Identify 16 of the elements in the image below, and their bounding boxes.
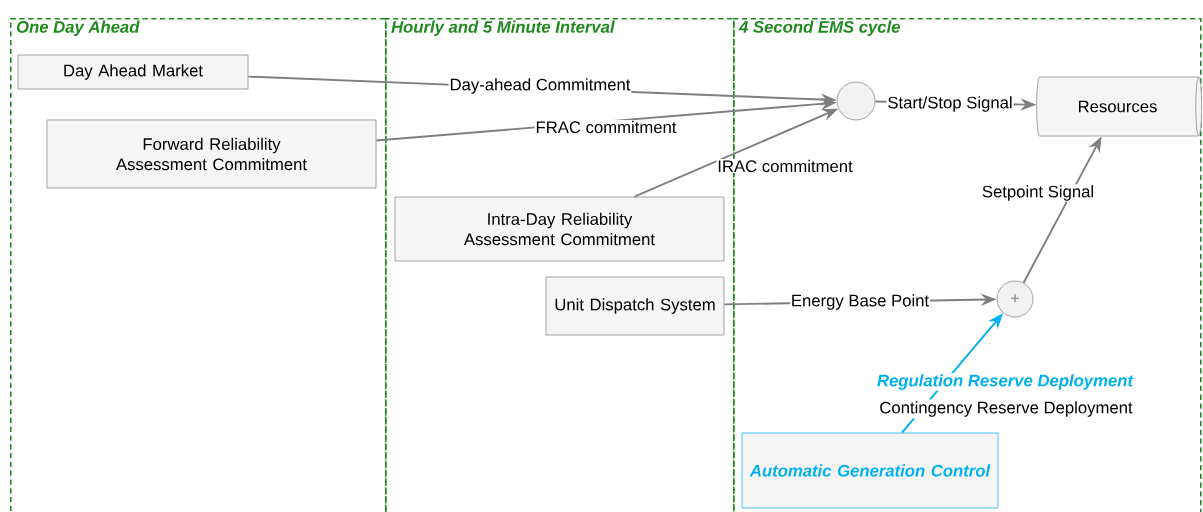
process-box: Day Ahead Market (17, 54, 249, 90)
edge-label: Energy Base Point (790, 293, 930, 311)
summing-junction: + (996, 280, 1034, 318)
edge-label: IRAC commitment (716, 159, 854, 173)
process-box: Unit Dispatch System (545, 276, 725, 336)
edge-label: Setpoint Signal (981, 184, 1096, 202)
edge-label: FRAC commitment (534, 120, 678, 134)
note-label: Contingency Reserve Deployment (877, 399, 1135, 419)
summing-junction (836, 81, 876, 121)
edge-label: Regulation Reserve Deployment (876, 373, 1134, 391)
process-box: Intra-Day Reliability Assessment Commitment (394, 196, 725, 262)
control-box: Automatic Generation Control (741, 432, 999, 509)
resources-cylinder: Resources (1036, 76, 1202, 137)
edge-label: Start/Stop Signal (886, 95, 1014, 113)
process-box: Forward Reliability Assessment Commitment (46, 119, 377, 189)
edge-label: Day-ahead Commitment (448, 77, 632, 95)
